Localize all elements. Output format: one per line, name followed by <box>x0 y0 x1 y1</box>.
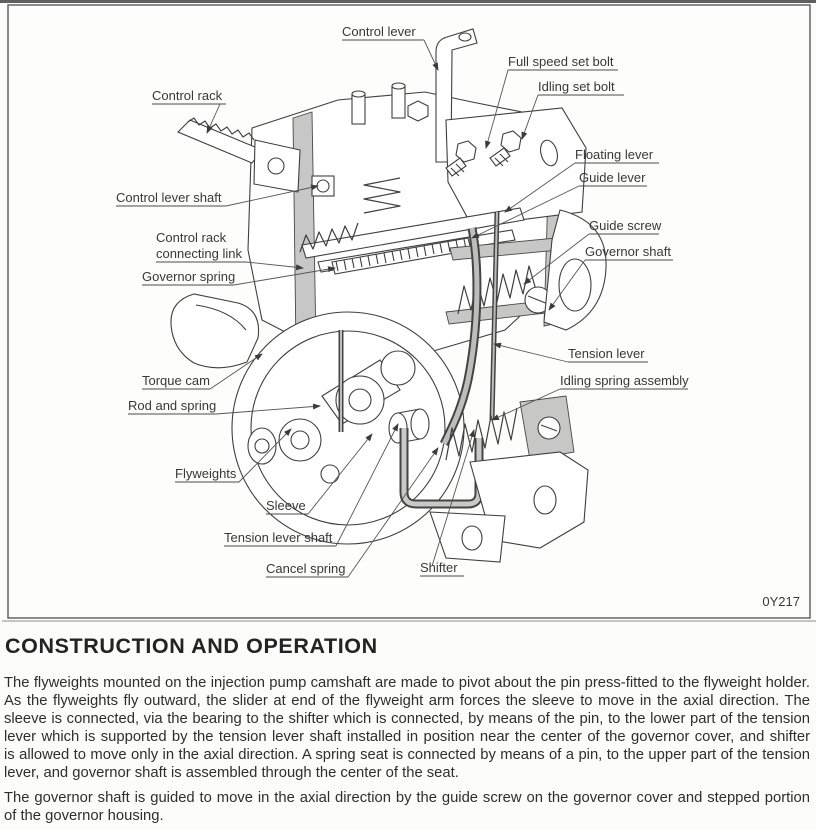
body-text: The flyweights mounted on the injection … <box>4 674 810 825</box>
p1-line1: The flyweights mounted on the injection … <box>4 675 810 691</box>
paragraph-2: The governor shaft is guided to move in … <box>4 789 810 825</box>
label-flyweights: Flyweights <box>175 466 237 481</box>
label-tension-lever: Tension lever <box>568 346 645 361</box>
figure-diagram: Control lever Control rack Full speed se… <box>2 4 816 622</box>
label-tension-lever-shaft: Tension lever shaft <box>224 530 333 545</box>
label-floating-lever: Floating lever <box>575 147 654 162</box>
label-governor-spring: Governor spring <box>142 269 235 284</box>
label-guide-lever: Guide lever <box>579 170 646 185</box>
label-torque-cam: Torque cam <box>142 373 210 388</box>
label-idling-spring-assembly: Idling spring assembly <box>560 373 689 388</box>
governor-spring-part <box>299 222 359 253</box>
governor-cutaway-illustration: Control lever Control rack Full speed se… <box>2 4 816 622</box>
p1-line3: sleeve is connected, via the bearing to … <box>4 711 810 727</box>
p1-line2: As the flyweights fly outward, the slide… <box>4 693 810 709</box>
p1-line5: is allowed to move only in the axial dir… <box>4 747 810 763</box>
torque-cam-part <box>170 293 260 369</box>
label-control-lever: Control lever <box>342 24 416 39</box>
p2-line1: The governor shaft is guided to move in … <box>4 790 810 806</box>
full-speed-set-bolt-part <box>445 140 477 177</box>
label-sleeve: Sleeve <box>266 498 306 513</box>
control-lever-shaft-part <box>311 175 335 197</box>
label-control-rack-connecting-link-line1: Control rack <box>156 230 227 245</box>
floating-lever-part <box>301 207 525 259</box>
idling-set-bolt-part <box>489 130 522 167</box>
paragraph-1: The flyweights mounted on the injection … <box>4 674 810 782</box>
top-pins <box>351 82 429 125</box>
part-labels: Control lever Control rack Full speed se… <box>116 24 689 578</box>
label-full-speed-set-bolt: Full speed set bolt <box>508 54 614 69</box>
label-control-lever-shaft: Control lever shaft <box>116 190 222 205</box>
label-control-rack-connecting-link-line2: connecting link <box>156 246 242 261</box>
leader-lines <box>206 39 590 578</box>
p2-line2: of the governor housing. <box>4 808 164 824</box>
p1-line4: lever which is supported by the tension … <box>4 729 810 745</box>
label-control-rack: Control rack <box>152 88 223 103</box>
label-cancel-spring: Cancel spring <box>266 561 346 576</box>
label-shifter: Shifter <box>420 560 458 575</box>
label-guide-screw: Guide screw <box>589 218 662 233</box>
label-idling-set-bolt: Idling set bolt <box>538 79 615 94</box>
figure-code: 0Y217 <box>762 594 800 609</box>
section-heading: CONSTRUCTION AND OPERATION <box>5 634 378 658</box>
tension-lever-part <box>439 211 500 447</box>
p1-line6: lever, and governor shaft is assembled t… <box>4 765 459 781</box>
set-bolt-bracket <box>445 107 587 227</box>
shifter-part <box>399 428 484 509</box>
label-governor-shaft: Governor shaft <box>585 244 671 259</box>
label-rod-and-spring: Rod and spring <box>128 398 216 413</box>
scan-edge <box>0 0 816 3</box>
